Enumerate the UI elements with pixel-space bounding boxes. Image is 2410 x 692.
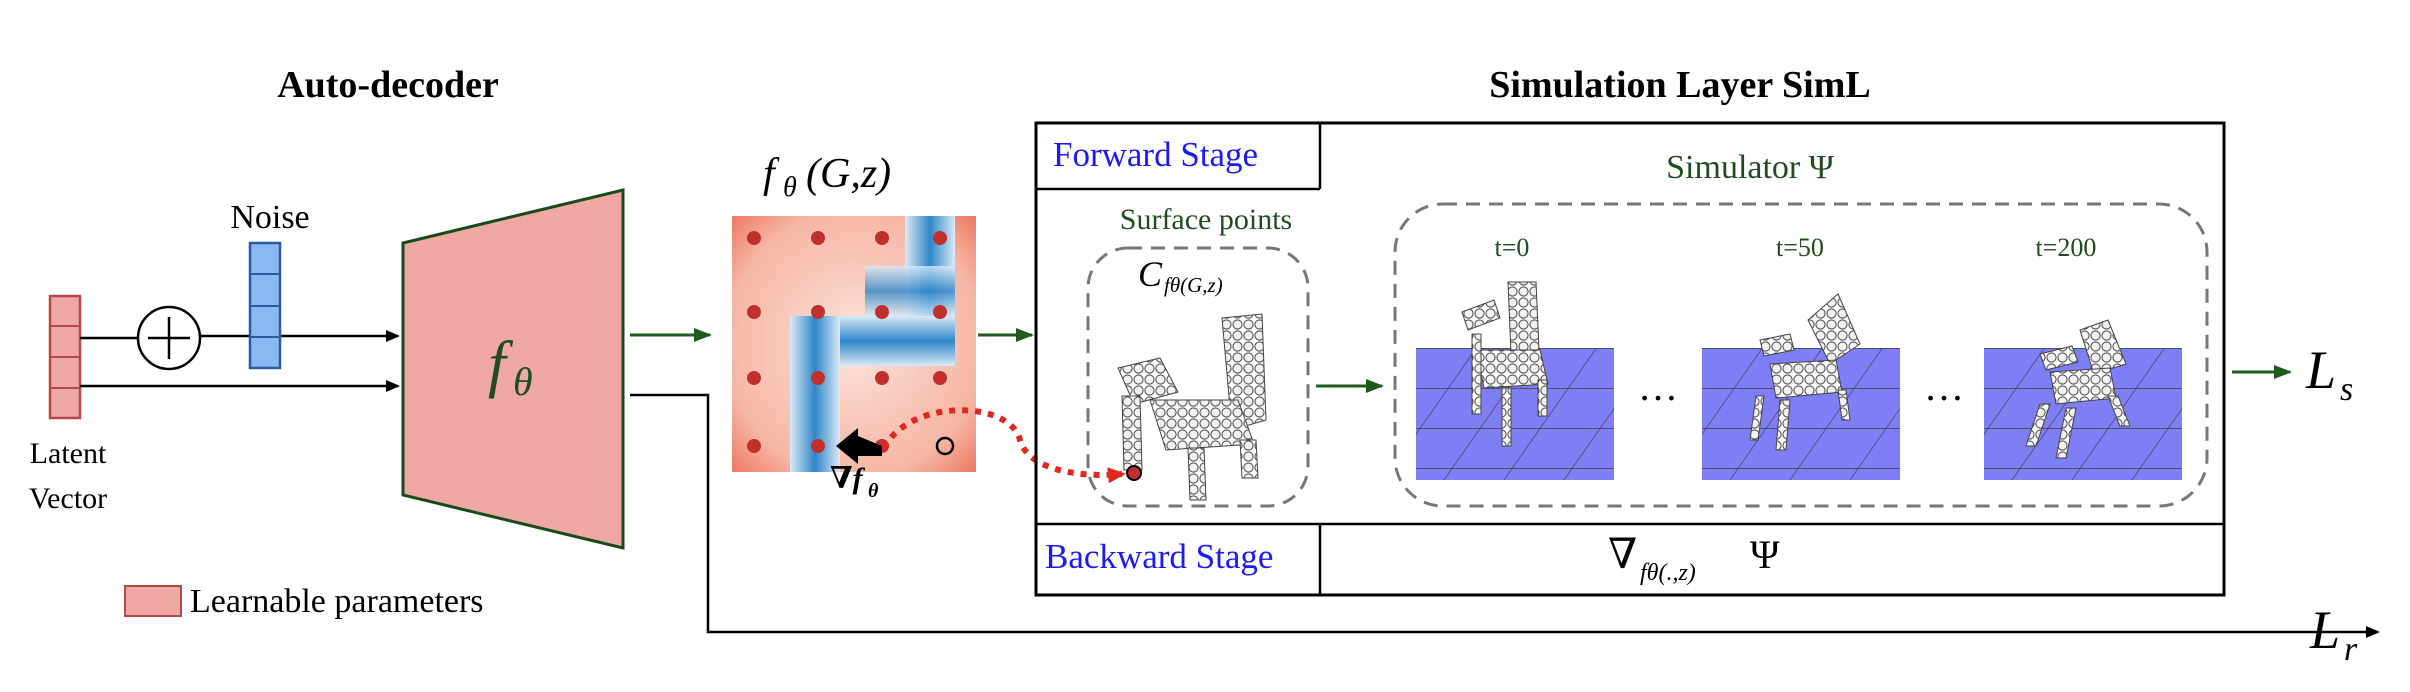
sim-frame-1 xyxy=(1702,293,1900,480)
sdf-sample-dot xyxy=(747,305,761,319)
legend-swatch xyxy=(124,585,182,617)
decoder-to-lr-line xyxy=(630,393,2380,638)
surface-chair xyxy=(1117,313,1267,501)
loss-ls-sub: s xyxy=(2340,371,2353,408)
noise-vector xyxy=(248,241,282,370)
surface-points-label: Surface points xyxy=(1120,203,1292,236)
latent-label-line1: Latent xyxy=(30,437,107,470)
loss-lr-symbol: L xyxy=(2309,600,2340,660)
sdf-gradient-arrow xyxy=(836,428,882,464)
ellipsis-1: … xyxy=(1638,364,1678,409)
backward-grad-sub: fθ(.,z) xyxy=(1640,560,1696,586)
sdf-sample-dot xyxy=(747,439,761,453)
sdf-grad-sub: θ xyxy=(868,480,879,502)
surface-symbol: C xyxy=(1138,254,1163,294)
sim-frame-2 xyxy=(1984,319,2182,480)
sdf-sample-dot xyxy=(811,371,825,385)
sdf-sample-dot xyxy=(747,371,761,385)
frame-label-1: t=50 xyxy=(1776,233,1824,262)
loss-lr-sub: r xyxy=(2344,631,2358,668)
frame-label-0: t=0 xyxy=(1495,233,1530,262)
decoder-theta-subscript: θ xyxy=(513,359,533,404)
sdf-highlight-point xyxy=(935,436,955,456)
sdf-sample-dot xyxy=(811,305,825,319)
backward-grad-nabla: ∇ xyxy=(1608,532,1637,578)
frame-label-2: t=200 xyxy=(2036,233,2097,262)
forward-stage-label: Forward Stage xyxy=(1053,135,1258,174)
backward-grad-psi: Ψ xyxy=(1750,532,1780,577)
sdf-sample-dot xyxy=(875,371,889,385)
ellipsis-2: … xyxy=(1924,364,1964,409)
sdf-title-theta: θ xyxy=(783,172,797,203)
sdf-sample-dot xyxy=(933,371,947,385)
surface-points-box xyxy=(1086,246,1310,508)
sdf-sample-dot xyxy=(811,231,825,245)
legend-label: Learnable parameters xyxy=(190,583,484,620)
sdf-sample-dot xyxy=(811,439,825,453)
decoder-block xyxy=(401,188,625,550)
siml-box xyxy=(1034,121,2226,597)
backward-stage-label: Backward Stage xyxy=(1045,537,1273,576)
latent-vector xyxy=(48,294,82,420)
sdf-grad-label: ∇f xyxy=(830,462,866,495)
sdf-sample-dot xyxy=(875,231,889,245)
sdf-field xyxy=(732,216,976,472)
sdf-sample-dot xyxy=(875,305,889,319)
sim-frame-0 xyxy=(1416,281,1614,480)
sdf-sample-dot xyxy=(933,231,947,245)
simulator-label: Simulator Ψ xyxy=(1666,149,1834,186)
sdf-sample-dot xyxy=(933,305,947,319)
sdf-title-args: (G,z) xyxy=(806,151,891,197)
autodecoder-title: Auto-decoder xyxy=(277,64,499,106)
sdf-sample-points xyxy=(747,231,947,453)
surface-sub: fθ(G,z) xyxy=(1164,273,1223,297)
loss-ls-symbol: L xyxy=(2305,340,2336,400)
sdf-sample-dot xyxy=(747,231,761,245)
simulator-box xyxy=(1393,202,2209,508)
noise-label: Noise xyxy=(230,199,309,236)
latent-label-line2: Vector xyxy=(29,482,107,515)
simlayer-title: Simulation Layer SimL xyxy=(1489,64,1870,106)
gradient-flow-curve xyxy=(881,407,1126,484)
sdf-title-f: f xyxy=(763,151,780,197)
